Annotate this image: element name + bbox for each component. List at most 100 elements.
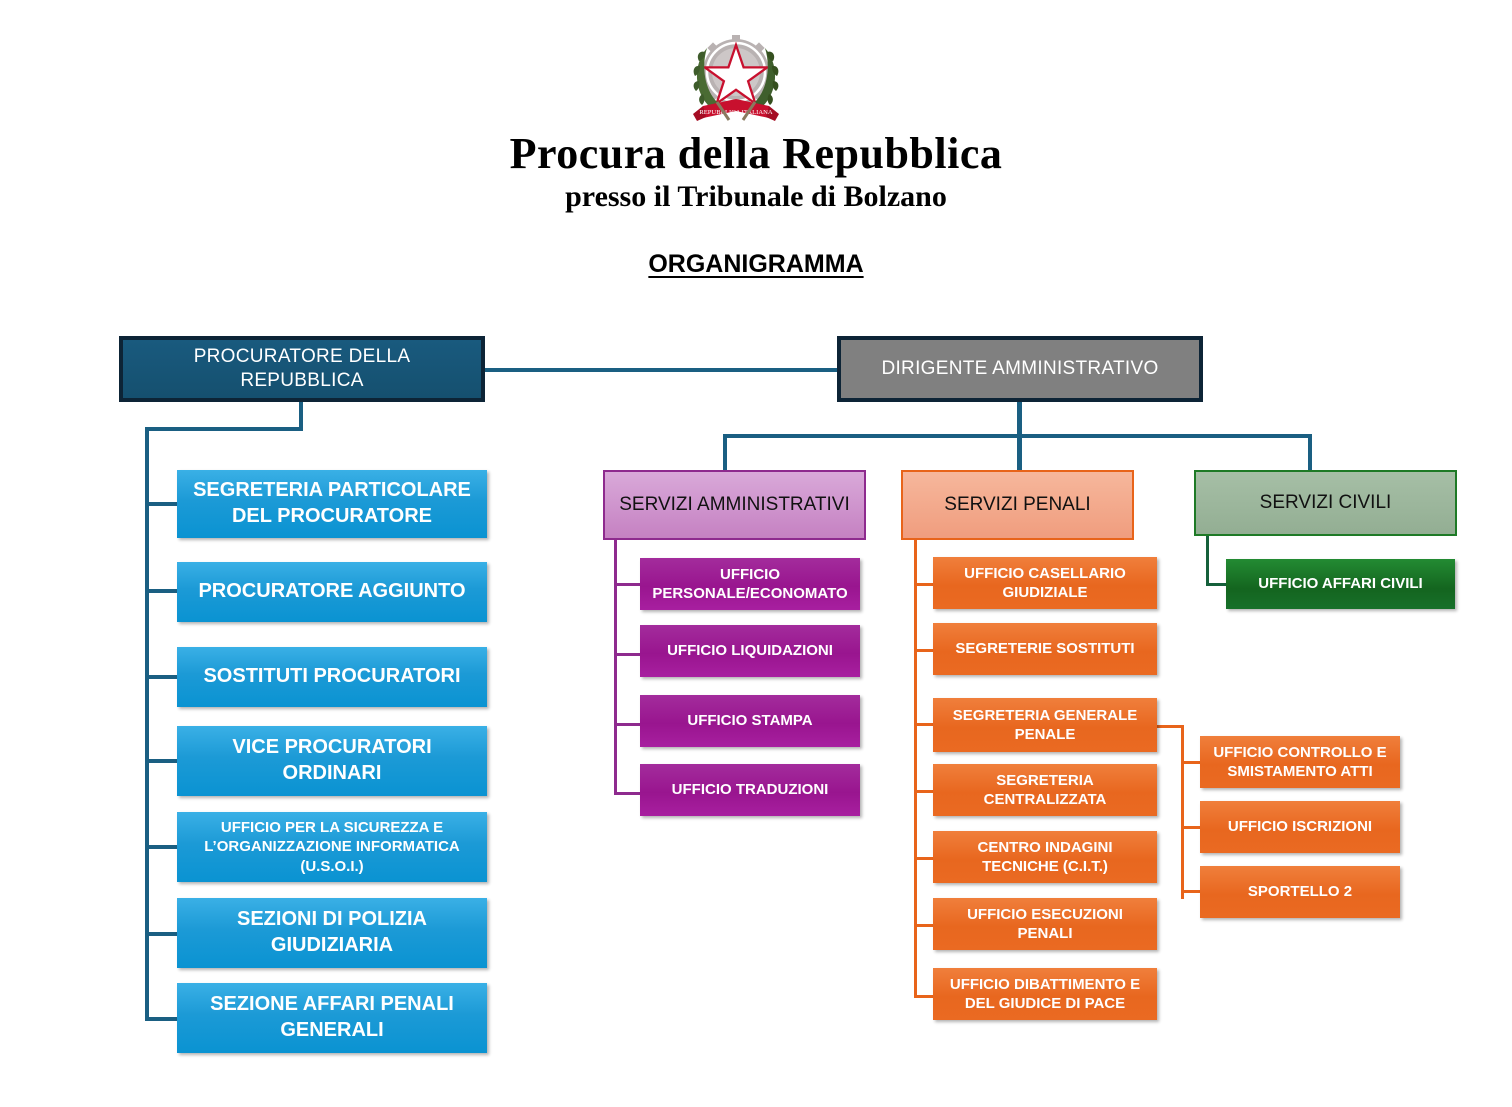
connector-stub-blue-1 (145, 502, 180, 506)
node-label-line2: TECNICHE (C.I.T.) (982, 858, 1108, 875)
connector-stub-blue-5 (145, 845, 180, 849)
connector-sgp-rail (1181, 725, 1184, 899)
node-servizi-amministrativi[interactable]: SERVIZI AMMINISTRATIVI (603, 470, 866, 540)
italian-republic-emblem-icon: REPUBBLICA ITALIANA (681, 22, 791, 130)
connector-stub-pen-3 (914, 723, 936, 726)
node-label-line1: UFFICIO CONTROLLO E (1213, 743, 1387, 761)
node-ufficio-sicurezza-organizzazione-informatica[interactable]: UFFICIO PER LA SICUREZZA E L’ORGANIZZAZI… (177, 812, 487, 882)
connector-stub-pen-7 (914, 995, 936, 998)
node-label-line2: GIUDIZIARIA (270, 934, 394, 956)
connector-stub-amm-2 (614, 653, 642, 656)
node-centro-indagini-tecniche[interactable]: CENTRO INDAGINI TECNICHE (C.I.T.) (933, 831, 1157, 883)
connector-stub-amm-4 (614, 792, 642, 795)
node-label-line1: UFFICIO DIBATTIMENTO E (949, 975, 1141, 993)
connector-stub-blue-3 (145, 675, 180, 679)
connector-stub-sgp-2 (1181, 826, 1203, 829)
node-label-line2: PERSONALE/ECONOMATO (652, 585, 848, 602)
node-ufficio-casellario-giudiziale[interactable]: UFFICIO CASELLARIO GIUDIZIALE (933, 557, 1157, 609)
node-label-line2: DEL PROCURATORE (231, 505, 433, 527)
node-segreteria-centralizzata[interactable]: SEGRETERIA CENTRALIZZATA (933, 764, 1157, 816)
node-servizi-civili[interactable]: SERVIZI CIVILI (1194, 470, 1457, 536)
node-label-line2: GENERALI (280, 1019, 384, 1041)
connector-stub-amm-1 (614, 583, 642, 586)
connector-stub-sgp-1 (1181, 761, 1203, 764)
node-label-line1: UFFICIO ESECUZIONI (967, 905, 1123, 923)
node-label-line1: VICE PROCURATORI (232, 736, 432, 759)
node-servizi-penali[interactable]: SERVIZI PENALI (901, 470, 1134, 540)
node-procuratore-della-repubblica[interactable]: PROCURATORE DELLA REPUBBLICA (119, 336, 485, 402)
node-sportello-2[interactable]: SPORTELLO 2 (1200, 866, 1400, 918)
connector-sgp-out (1157, 725, 1183, 728)
node-label-line2: GIUDIZIALE (1002, 584, 1088, 601)
connector-stub-blue-4 (145, 759, 180, 763)
node-label-line1: UFFICIO CASELLARIO (964, 564, 1126, 582)
connector-dirigente-drop-right (1308, 434, 1312, 470)
node-label-line1: SEGRETERIA (996, 771, 1094, 789)
connector-stub-pen-6 (914, 924, 936, 927)
node-segreteria-particolare-del-procuratore[interactable]: SEGRETERIA PARTICOLARE DEL PROCURATORE (177, 470, 487, 538)
node-procuratore-aggiunto[interactable]: PROCURATORE AGGIUNTO (177, 562, 487, 622)
connector-pen-rail (914, 538, 917, 998)
node-label-line2: PENALI (1017, 925, 1073, 942)
node-label: SERVIZI PENALI (944, 493, 1091, 515)
node-label-line1: UFFICIO LIQUIDAZIONI (667, 642, 833, 660)
connector-dirigente-drop-left (723, 434, 727, 470)
node-sostituti-procuratori[interactable]: SOSTITUTI PROCURATORI (177, 647, 487, 707)
connector-stub-pen-4 (914, 790, 936, 793)
node-ufficio-personale-economato[interactable]: UFFICIO PERSONALE/ECONOMATO (640, 558, 860, 610)
node-ufficio-iscrizioni[interactable]: UFFICIO ISCRIZIONI (1200, 801, 1400, 853)
node-ufficio-dibattimento-giudice-di-pace[interactable]: UFFICIO DIBATTIMENTO E DEL GIUDICE DI PA… (933, 968, 1157, 1020)
node-label: PROCURATORE DELLA REPUBBLICA (193, 345, 411, 391)
node-label-line2: L’ORGANIZZAZIONE INFORMATICA (204, 838, 460, 856)
node-ufficio-stampa[interactable]: UFFICIO STAMPA (640, 695, 860, 747)
connector-stub-pen-2 (914, 649, 936, 652)
node-label-line2: SMISTAMENTO ATTI (1227, 763, 1373, 780)
connector-stub-sgp-3 (1181, 890, 1203, 893)
node-label-line1: SEGRETERIA GENERALE (952, 706, 1138, 724)
node-label-line1: UFFICIO AFFARI CIVILI (1258, 575, 1423, 593)
node-label-line1: PROCURATORE AGGIUNTO (198, 580, 466, 603)
node-segreterie-sostituti[interactable]: SEGRETERIE SOSTITUTI (933, 623, 1157, 675)
node-label-line2: CENTRALIZZATA (983, 791, 1107, 808)
connector-proc-elbow (145, 427, 303, 431)
chart-heading: ORGANIGRAMMA (648, 250, 864, 278)
node-label-line1: SPORTELLO 2 (1247, 883, 1353, 901)
connector-stub-civ-1 (1206, 583, 1228, 586)
page-title: Procura della Repubblica (509, 129, 1003, 178)
node-ufficio-affari-civili[interactable]: UFFICIO AFFARI CIVILI (1226, 559, 1455, 609)
node-label-line1: UFFICIO TRADUZIONI (671, 781, 829, 799)
connector-proc-rail (145, 427, 149, 1021)
node-ufficio-liquidazioni[interactable]: UFFICIO LIQUIDAZIONI (640, 625, 860, 677)
node-dirigente-amministrativo[interactable]: DIRIGENTE AMMINISTRATIVO (837, 336, 1203, 402)
svg-text:REPUBBLICA ITALIANA: REPUBBLICA ITALIANA (699, 109, 773, 116)
connector-stub-blue-7 (145, 1017, 180, 1021)
connector-amm-rail (614, 538, 617, 795)
connector-civ-rail (1206, 535, 1209, 585)
node-ufficio-esecuzioni-penali[interactable]: UFFICIO ESECUZIONI PENALI (933, 898, 1157, 950)
connector-dirigente-bus (723, 434, 1312, 438)
node-label-line3: (U.S.O.I.) (300, 857, 364, 875)
node-ufficio-controllo-smistamento-atti[interactable]: UFFICIO CONTROLLO E SMISTAMENTO ATTI (1200, 736, 1400, 788)
node-sezioni-di-polizia-giudiziaria[interactable]: SEZIONI DI POLIZIA GIUDIZIARIA (177, 898, 487, 968)
connector-stub-pen-1 (914, 583, 936, 586)
node-label-line1: SEGRETERIA PARTICOLARE (193, 479, 471, 502)
node-label-line1: SEGRETERIE SOSTITUTI (955, 640, 1135, 658)
node-ufficio-traduzioni[interactable]: UFFICIO TRADUZIONI (640, 764, 860, 816)
connector-stub-amm-3 (614, 723, 642, 726)
node-vice-procuratori-ordinari[interactable]: VICE PROCURATORI ORDINARI (177, 726, 487, 796)
node-segreteria-generale-penale[interactable]: SEGRETERIA GENERALE PENALE (933, 698, 1157, 752)
node-label-line1: UFFICIO ISCRIZIONI (1227, 818, 1373, 836)
node-label-line1: SOSTITUTI PROCURATORI (203, 665, 461, 688)
node-label: DIRIGENTE AMMINISTRATIVO (881, 357, 1159, 379)
node-sezione-affari-penali-generali[interactable]: SEZIONE AFFARI PENALI GENERALI (177, 983, 487, 1053)
node-label-line2: PENALE (1014, 726, 1076, 743)
node-label-line1: UFFICIO (720, 565, 780, 583)
node-label: SERVIZI AMMINISTRATIVI (619, 493, 850, 515)
node-label-line2: ORDINARI (282, 762, 382, 784)
node-label-line1: SEZIONI DI POLIZIA (236, 908, 427, 931)
connector-stub-blue-6 (145, 932, 180, 936)
node-label-line2: DEL GIUDICE DI PACE (964, 995, 1126, 1012)
page-subtitle: presso il Tribunale di Bolzano (565, 180, 947, 213)
node-label-line1: UFFICIO PER LA SICUREZZA E (220, 819, 444, 837)
